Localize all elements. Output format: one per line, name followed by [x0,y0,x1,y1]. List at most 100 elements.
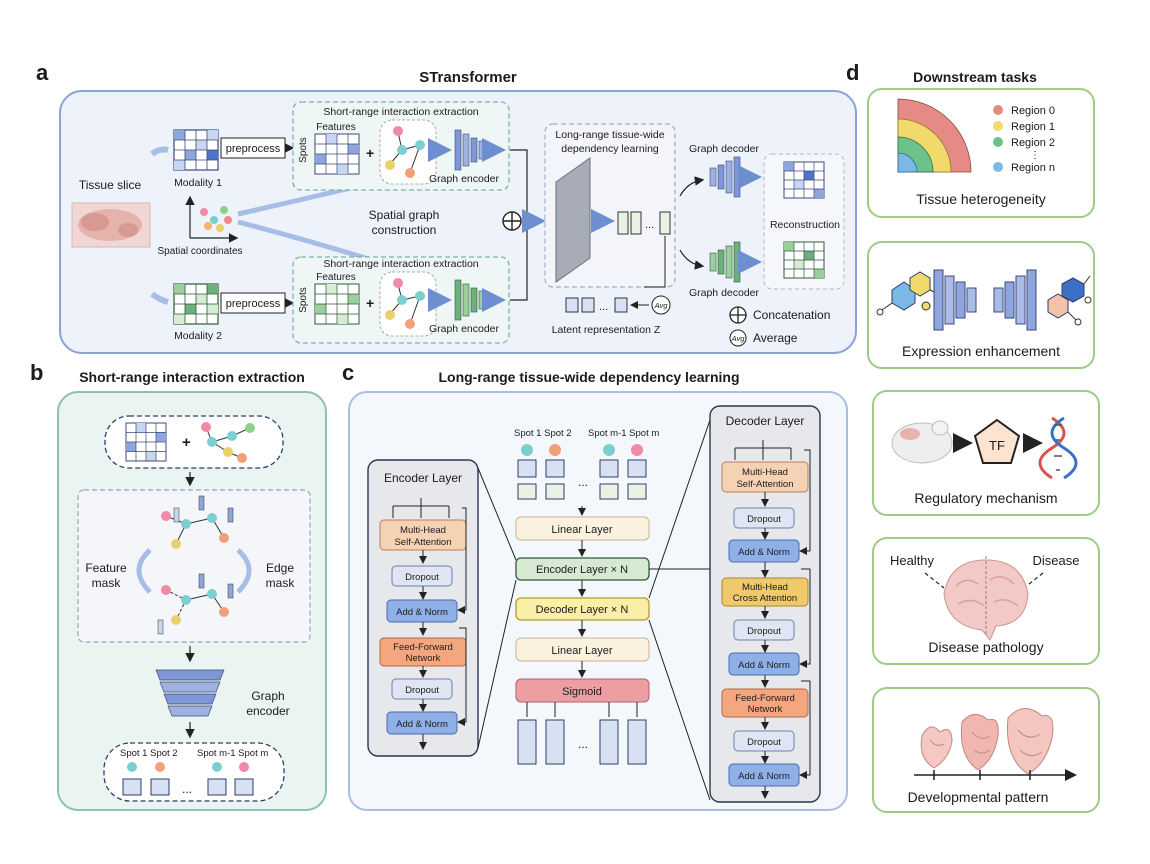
region-vdots: ⋮ [1030,150,1040,161]
input-graph [201,422,255,463]
long-range-label-2: dependency learning [561,143,659,155]
latent-representation [565,297,628,313]
expression-enhancement-label: Expression enhancement [902,343,1060,359]
linear-layer-bottom-label: Linear Layer [551,645,612,657]
enc-dropout-2-label: Dropout [405,685,439,696]
output-spots-label-2: Spot m-1 Spot m [197,748,268,759]
enc-residual-1 [457,507,467,614]
enc-ffn-label-1: Feed-Forward [393,642,453,653]
output-spot-cells [127,762,249,772]
modality-1-matrix [173,129,219,171]
output-embeddings [122,778,254,796]
graph-encoder-label-1: Graph encoder [429,173,500,185]
dec-dropout-1-label: Dropout [747,514,781,525]
masked-graph-1 [161,495,234,549]
avg-symbol [651,295,671,315]
sigmoid-out-arrows [526,702,638,717]
edge-mask-arrow [236,548,252,594]
enc-dropout-1-box [391,565,453,587]
dec-dropout-3-box [733,730,795,752]
dec-residual-3 [799,680,811,779]
graph-encoder-label-2: Graph encoder [429,323,500,335]
reconstruction-matrix-2 [783,241,825,279]
reconstruction-label: Reconstruction [770,219,840,231]
regulatory-mechanism-label: Regulatory mechanism [914,490,1057,506]
feature-matrix-2 [314,283,360,325]
masked-graph-2 [157,573,234,635]
graph-encoder-b-label-2: encoder [246,704,289,718]
modality-1-arrow [150,146,169,157]
decoder-layer-title: Decoder Layer [726,414,805,428]
task-card-expression [867,241,1095,369]
region-quarter-rings [897,98,972,173]
region0-legend-dot [993,105,1003,115]
spatial-graph-arrow-down [237,219,373,263]
panel-c-title: Long-range tissue-wide dependency learni… [438,369,739,385]
disease-pathology-label: Disease pathology [928,639,1043,655]
decoder-zoom-lines [648,419,711,801]
to-decoder-1-arrow [679,176,705,197]
region-n-legend-dot [993,162,1003,172]
developmental-pattern-label: Developmental pattern [908,789,1049,805]
dec-mha-label-1: Multi-Head [742,467,788,478]
legend-concat-icon [729,306,747,324]
feature-mask-label-2: mask [92,576,122,590]
enc-residual-2 [457,627,467,726]
dec-addnorm-2-label: Add & Norm [738,660,790,671]
dec-dropout-2-box [733,619,795,641]
sigmoid-label: Sigmoid [562,686,602,698]
region2-label: Region 2 [1011,137,1055,149]
spot-graph-2 [379,271,437,337]
expression-decoder-icon [993,269,1037,331]
tissue-heterogeneity-label: Tissue heterogeneity [916,191,1045,207]
latent-label: Latent representation Z [552,324,661,336]
masking-box [77,489,311,643]
heart-stage-2-icon [960,714,999,771]
dense-graph-icon [1047,275,1092,326]
spatial-graph-label-1: Spatial graph [369,208,440,222]
output-columns [517,719,647,765]
features-label-1: Features [316,122,355,133]
feature-matrix-1 [314,133,360,175]
feature-mask-arrow [136,548,152,594]
dec-mhca-label-1: Multi-Head [742,582,788,593]
plus-1: + [366,145,374,161]
long-range-label-1: Long-range tissue-wide [555,129,664,141]
preprocess-1-label: preprocess [226,143,281,155]
enc-dropout-1-label: Dropout [405,572,439,583]
center-ellipsis-bottom: ... [578,737,588,751]
graph-decoder-1-icon [709,156,741,198]
modality-2-label: Modality 2 [174,330,222,342]
spatial-coordinates-label: Spatial coordinates [157,246,242,257]
modality-1-label: Modality 1 [174,177,222,189]
region-n-label: Region n [1011,162,1055,174]
mouse-icon [891,420,953,464]
latent-ellipsis: ... [645,219,654,231]
timeline-ticks [933,770,1031,780]
output-spots-label-1: Spot 1 Spot 2 [120,748,178,759]
center-spots-label-1: Spot 1 Spot 2 [514,428,572,439]
encoder-layer-title: Encoder Layer [384,471,462,485]
decoder-stack-label: Decoder Layer × N [536,604,629,616]
encoder-input-split [392,498,450,518]
short-range-title-2: Short-range interaction extraction [323,258,478,270]
dec-addnorm-1-label: Add & Norm [738,547,790,558]
enc-addnorm-1-label: Add & Norm [396,607,448,618]
legend-concat-label: Concatenation [753,308,830,322]
enc-addnorm-2-label: Add & Norm [396,719,448,730]
reconstruction-matrix-1 [783,161,825,199]
tf-pentagon [973,418,1021,464]
graph-encoder-b-label-1: Graph [251,689,284,703]
healthy-label: Healthy [890,553,935,568]
spot-graph-1 [379,119,437,185]
legend-average-label: Average [753,331,798,345]
region0-label: Region 0 [1011,105,1055,117]
short-range-title-1: Short-range interaction extraction [323,106,478,118]
avg-link [644,236,666,288]
panel-letter-b: b [30,360,43,385]
center-spot-cells [521,444,643,456]
edge-mask-label-2: mask [266,576,296,590]
sparse-graph-icon [876,271,943,316]
dec-mha-label-2: Self-Attention [736,479,793,490]
panel-letter-c: c [342,360,354,385]
